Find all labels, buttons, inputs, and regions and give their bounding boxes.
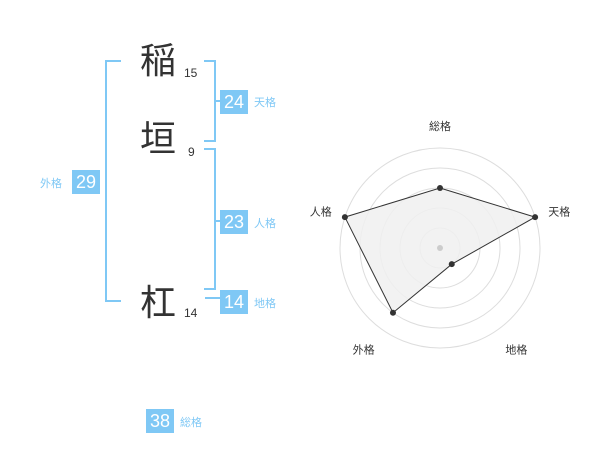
radar-point (389, 309, 396, 316)
chikaku-label: 地格 (254, 297, 276, 310)
soukaku-value: 38 (146, 409, 174, 433)
chikaku-connector (205, 297, 220, 299)
name-char-3: 杠 (140, 283, 177, 324)
radar-axis-label: 地格 (505, 342, 527, 356)
radar-point (437, 185, 443, 191)
jinkaku-label: 人格 (254, 217, 276, 230)
stroke-count-3: 14 (184, 306, 198, 320)
radar-point (341, 214, 348, 221)
jinkaku-bracket (204, 148, 216, 290)
radar-axis-label: 総格 (429, 119, 451, 133)
chikaku-value: 14 (220, 290, 248, 314)
tenkaku-label: 天格 (254, 96, 276, 109)
radar-point (448, 261, 455, 268)
tenkaku-value: 24 (220, 90, 248, 114)
jinkaku-connector (214, 220, 220, 222)
name-char-1: 稲 (140, 41, 177, 82)
radar-ring (339, 147, 541, 349)
jinkaku-value: 23 (220, 210, 248, 234)
radar-axis-label: 人格 (310, 205, 332, 219)
tenkaku-connector (214, 100, 220, 102)
name-char-2: 垣 (140, 119, 177, 160)
radar-axis-label: 天格 (548, 205, 570, 219)
gaikaku-label: 外格 (40, 177, 62, 190)
stroke-count-2: 9 (188, 145, 195, 159)
radar-axis-label: 外格 (353, 342, 375, 356)
radar-center (437, 245, 443, 251)
stroke-count-1: 15 (184, 66, 198, 80)
soukaku-label: 総格 (180, 416, 202, 429)
gaikaku-value: 29 (72, 170, 100, 194)
gaikaku-bracket (105, 60, 121, 302)
radar-point (532, 214, 539, 221)
